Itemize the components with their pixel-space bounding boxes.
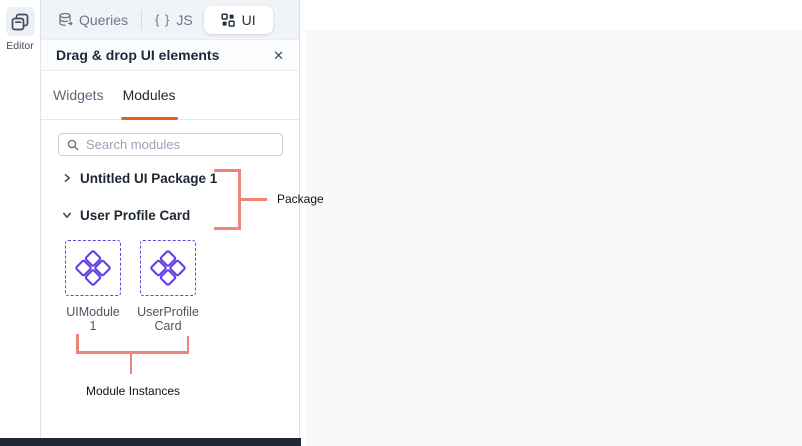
js-tab[interactable]: { } JS	[155, 12, 193, 28]
module-instances-bracket-line	[76, 351, 189, 354]
module-instances-left-line	[76, 334, 79, 353]
ui-tab-label: UI	[241, 11, 256, 28]
package-annotation-label: Package	[277, 192, 324, 206]
braces-icon: { }	[155, 12, 171, 27]
search-icon	[67, 139, 79, 150]
tab-modules[interactable]: Modules	[120, 71, 178, 120]
ui-grid-icon	[221, 12, 235, 27]
chevron-down-icon	[62, 212, 71, 218]
package-bracket-bottom-line	[214, 227, 241, 230]
search-input[interactable]	[86, 137, 282, 152]
module-instances-annotation-label: Module Instances	[86, 384, 181, 398]
bottom-bar	[0, 438, 301, 446]
tree-item-user-profile-card[interactable]: User Profile Card	[41, 203, 299, 227]
module-instances-pointer-line	[129, 353, 132, 374]
package-bracket-top-line	[214, 169, 241, 172]
package-bracket-pointer-line	[241, 198, 267, 201]
panel-header: Drag & drop UI elements ✕	[41, 40, 299, 71]
queries-tab-label: Queries	[79, 11, 129, 28]
editor-nav-label: Editor	[6, 40, 34, 52]
tree-item-untitled-ui-package[interactable]: Untitled UI Package 1	[41, 166, 299, 190]
left-rail: Editor	[0, 0, 41, 446]
ui-tab-active[interactable]: UI	[203, 5, 273, 34]
close-icon[interactable]: ✕	[273, 47, 284, 63]
queries-tab[interactable]: Queries	[58, 12, 128, 28]
module-card-label: UIModule 1	[66, 305, 120, 333]
canvas-area[interactable]	[306, 30, 802, 446]
tree-item-label: Untitled UI Package 1	[80, 170, 218, 186]
tree-item-label: User Profile Card	[80, 207, 191, 223]
module-card-userprofilecard[interactable]	[140, 240, 196, 296]
ui-elements-panel: Queries { } JS UI Drag & drop UI element…	[41, 0, 300, 446]
module-card-label: UserProfileCard	[137, 305, 199, 333]
module-card-uimodule1[interactable]	[65, 240, 121, 296]
js-tab-label: JS	[176, 11, 193, 28]
package-bracket-vertical-line	[238, 169, 241, 230]
modules-tree: Untitled UI Package 1 User Profile Card	[41, 166, 299, 227]
module-labels-row: UIModule 1 UserProfileCard	[41, 305, 299, 333]
widgets-modules-tabs: Widgets Modules	[41, 71, 299, 120]
module-cards-row	[41, 240, 299, 296]
module-instances-right-line	[186, 336, 189, 353]
editor-mode-switcher: Queries { } JS UI	[41, 0, 299, 40]
module-search[interactable]	[58, 133, 283, 156]
canvas-gutter	[301, 30, 306, 446]
pages-icon	[11, 13, 29, 30]
module-diamonds-icon	[150, 250, 186, 286]
tab-widgets[interactable]: Widgets	[53, 87, 104, 103]
segment-divider	[141, 9, 143, 30]
canvas-top-strip	[301, 0, 802, 30]
database-icon	[59, 12, 73, 26]
editor-nav-button[interactable]	[5, 7, 35, 36]
chevron-right-icon	[64, 173, 70, 182]
module-diamonds-icon	[75, 250, 111, 286]
panel-title: Drag & drop UI elements	[56, 47, 220, 63]
